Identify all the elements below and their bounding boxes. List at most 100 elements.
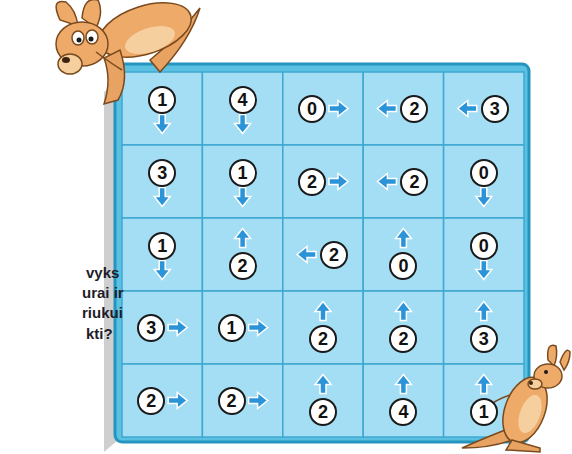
grid-cell <box>122 291 202 364</box>
cell-number: 2 <box>146 392 156 410</box>
direction-arrow <box>235 115 251 134</box>
direction-arrow <box>168 393 187 409</box>
direction-arrow <box>476 302 492 321</box>
grid-cell <box>202 364 282 437</box>
number-circle: 2 <box>400 168 428 196</box>
direction-arrow <box>154 188 170 207</box>
question-text: urai ir <box>82 285 124 300</box>
number-circle: 1 <box>148 232 176 260</box>
grid-cell <box>363 145 443 218</box>
direction-arrow <box>235 229 251 248</box>
cell-number: 2 <box>238 257 248 275</box>
number-circle: 1 <box>470 398 498 426</box>
cell-number: 2 <box>318 403 328 421</box>
direction-arrows <box>154 101 492 409</box>
cell-number: 3 <box>157 164 167 182</box>
number-circle: 2 <box>309 325 337 353</box>
direction-arrow <box>154 261 170 280</box>
direction-arrow <box>395 375 411 394</box>
direction-arrow <box>249 320 268 336</box>
cell-number: 0 <box>398 257 408 275</box>
number-circle: 1 <box>148 86 176 114</box>
grid-cell <box>283 291 363 364</box>
cell-number: 4 <box>398 403 408 421</box>
grid-cell <box>444 145 524 218</box>
direction-arrow <box>168 320 187 336</box>
question-text: riukui <box>82 305 123 320</box>
number-circle: 3 <box>148 159 176 187</box>
number-circle: 3 <box>470 325 498 353</box>
number-circle: 0 <box>470 159 498 187</box>
direction-arrow <box>329 174 348 190</box>
grid-cell <box>283 145 363 218</box>
cell-number: 2 <box>318 330 328 348</box>
number-circle: 1 <box>229 159 257 187</box>
direction-arrow <box>297 247 316 263</box>
cell-number: 2 <box>307 173 317 191</box>
number-circle: 2 <box>400 95 428 123</box>
cell-number: 0 <box>479 164 489 182</box>
direction-arrow <box>476 375 492 394</box>
direction-arrow <box>395 302 411 321</box>
direction-arrow <box>476 261 492 280</box>
grid-cell <box>363 364 443 437</box>
cell-number: 1 <box>157 91 167 109</box>
cell-number: 4 <box>238 91 248 109</box>
kangaroo-small <box>462 345 570 452</box>
cell-number: 1 <box>479 403 489 421</box>
grid-cells <box>122 72 524 437</box>
question-text: vyks <box>86 265 119 280</box>
number-circle: 2 <box>229 252 257 280</box>
direction-arrow <box>315 375 331 394</box>
direction-arrow <box>235 188 251 207</box>
grid-cell <box>363 72 443 145</box>
cell-number: 2 <box>409 173 419 191</box>
number-circle: 1 <box>218 314 246 342</box>
grid-cell <box>202 291 282 364</box>
cell-number: 2 <box>398 330 408 348</box>
number-circle: 4 <box>229 86 257 114</box>
grid-cell <box>122 364 202 437</box>
cell-number: 2 <box>329 246 339 264</box>
cell-number: 0 <box>307 100 317 118</box>
grid-cell <box>122 145 202 218</box>
direction-arrow <box>315 302 331 321</box>
grid-cell <box>122 72 202 145</box>
grid-cell <box>444 218 524 291</box>
direction-arrow <box>329 101 348 117</box>
direction-arrow <box>377 101 396 117</box>
number-circle: 0 <box>389 252 417 280</box>
cell-number: 0 <box>479 237 489 255</box>
cell-number: 1 <box>157 237 167 255</box>
grid-cell <box>283 72 363 145</box>
cell-number: 1 <box>227 319 237 337</box>
number-circle: 2 <box>320 241 348 269</box>
cell-number: 2 <box>409 100 419 118</box>
number-circle: 3 <box>481 95 509 123</box>
number-circle: 3 <box>137 314 165 342</box>
grid-cell <box>283 364 363 437</box>
direction-arrow <box>476 188 492 207</box>
grid-cell <box>444 291 524 364</box>
grid-cell <box>283 218 363 291</box>
number-circle: 2 <box>298 168 326 196</box>
cell-number: 3 <box>490 100 500 118</box>
board-frame <box>115 64 529 442</box>
cell-number: 2 <box>227 392 237 410</box>
number-circle: 2 <box>218 387 246 415</box>
number-circle: 2 <box>309 398 337 426</box>
direction-arrow <box>154 115 170 134</box>
cell-number: 3 <box>146 319 156 337</box>
grid-cell <box>444 72 524 145</box>
grid-cell <box>122 218 202 291</box>
cell-number: 1 <box>238 164 248 182</box>
direction-arrow <box>458 101 477 117</box>
grid-cell <box>363 291 443 364</box>
number-circle: 2 <box>389 325 417 353</box>
grid-cell <box>202 218 282 291</box>
direction-arrow <box>377 174 396 190</box>
direction-arrow <box>395 229 411 248</box>
number-circle: 0 <box>470 232 498 260</box>
